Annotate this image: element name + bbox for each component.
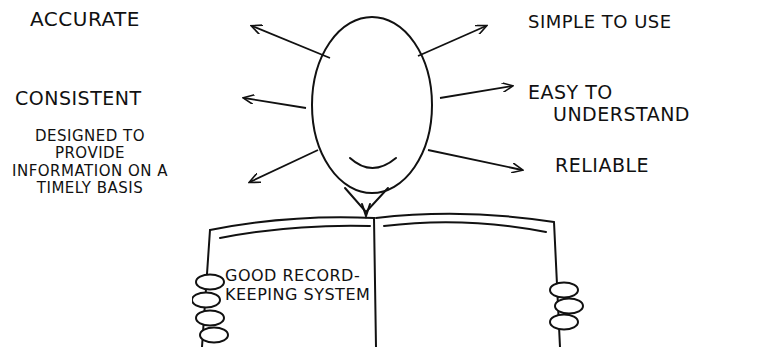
book-title: GOOD RECORD-KEEPING SYSTEM [225, 266, 390, 304]
quality-label: ACCURATE [30, 8, 230, 31]
radiating-arrows [244, 26, 522, 182]
quality-label: RELIABLE [555, 155, 755, 177]
quality-label: CONSISTENT [15, 88, 235, 110]
quality-label: SIMPLE TO USE [528, 12, 748, 33]
quality-label: EASY TO UNDERSTAND [528, 82, 728, 126]
open-book: GOOD RECORD-KEEPING SYSTEM [192, 208, 592, 347]
quality-label: DESIGNED TO PROVIDE INFORMATION ON A TIM… [10, 128, 170, 197]
head-figure [312, 17, 432, 216]
